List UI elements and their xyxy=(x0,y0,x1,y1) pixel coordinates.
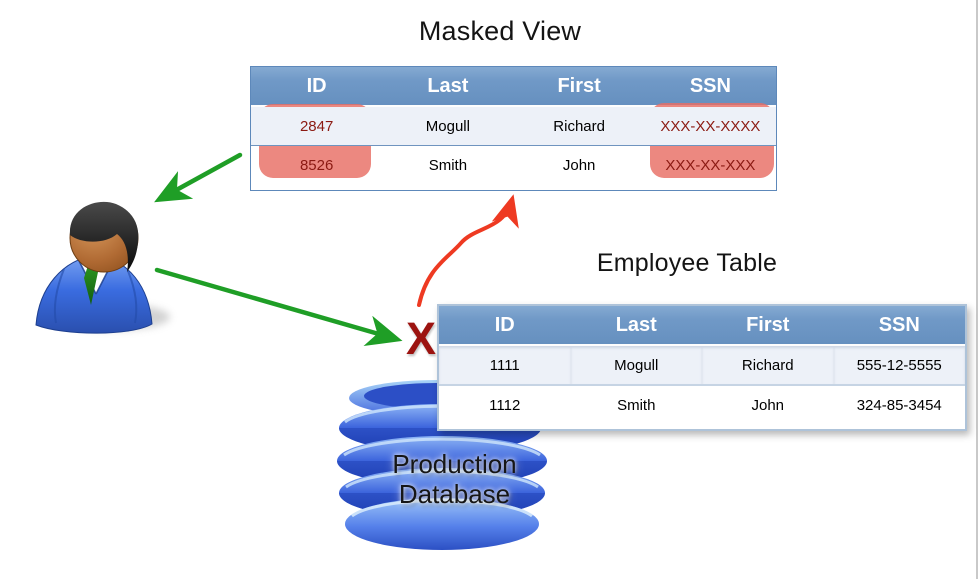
table-cell: 1111 xyxy=(439,346,571,386)
table-cell: Richard xyxy=(702,346,834,386)
column-header-id: ID xyxy=(251,67,383,107)
table-row: 2847 Mogull Richard XXX-XX-XXXX xyxy=(251,107,776,146)
employee-table-title: Employee Table xyxy=(596,249,778,277)
table-cell: 1112 xyxy=(489,396,521,414)
green-arrow-masked-view-to-user xyxy=(154,152,243,203)
table-row: 1112 Smith John 324-85-3454 xyxy=(439,386,965,424)
table-cell: John xyxy=(562,156,596,174)
column-header-first: First xyxy=(702,306,834,346)
table-cell: 324-85-3454 xyxy=(856,396,942,414)
table-cell: Mogull xyxy=(382,107,514,146)
column-header-id: ID xyxy=(439,306,571,346)
table-cell-masked-id: 2847 xyxy=(251,107,383,146)
column-header-first: First xyxy=(513,67,645,107)
column-header-last: Last xyxy=(382,67,514,107)
column-header-ssn: SSN xyxy=(833,306,965,346)
table-cell: John xyxy=(751,396,785,414)
database-label-line1: Production xyxy=(392,449,517,479)
table-cell: 555-12-5555 xyxy=(833,346,965,386)
page-edge-line xyxy=(976,0,978,579)
table-cell-masked-id: 8526 xyxy=(299,156,334,174)
table-row: 1111 Mogull Richard 555-12-5555 xyxy=(439,346,965,386)
blocked-access-x-marker: X xyxy=(405,313,436,364)
masked-view-title: Masked View xyxy=(418,16,582,46)
green-arrow-user-to-database xyxy=(154,267,403,347)
table-row: 8526 Smith John XXX-XX-XXX xyxy=(251,146,776,184)
database-label: Production Database xyxy=(352,449,557,509)
table-cell: Smith xyxy=(428,156,468,174)
table-cell-masked-ssn: XXX-XX-XXXX xyxy=(644,107,776,146)
database-label-line2: Database xyxy=(398,479,511,509)
column-header-last: Last xyxy=(570,306,702,346)
table-cell: Richard xyxy=(513,107,645,146)
table-cell-masked-ssn: XXX-XX-XXX xyxy=(665,156,756,174)
column-header-ssn: SSN xyxy=(644,67,776,107)
masked-view-table: ID Last First SSN 2847 Mogull Richard XX… xyxy=(250,66,777,191)
employee-table: ID Last First SSN 1111 Mogull Richard 55… xyxy=(437,304,967,431)
table-cell: Smith xyxy=(617,396,656,414)
business-user-icon xyxy=(35,201,170,334)
table-cell: Mogull xyxy=(570,346,702,386)
